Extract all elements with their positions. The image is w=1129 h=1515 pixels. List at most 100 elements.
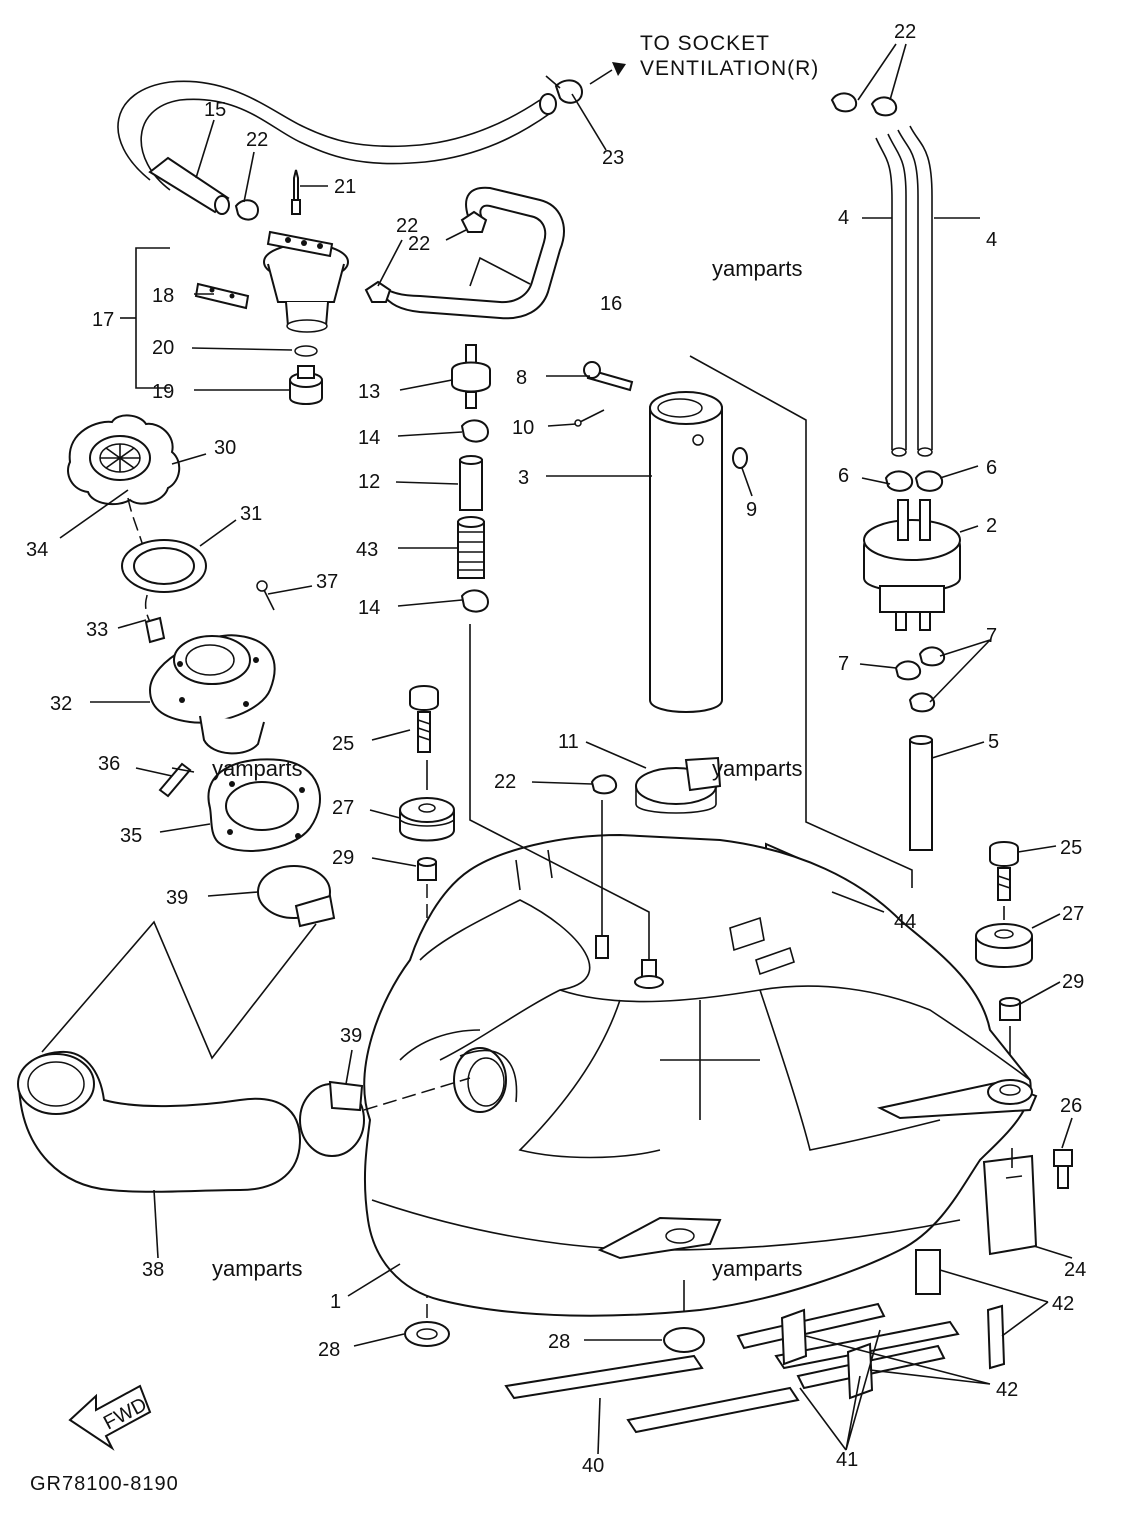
callout-30: 30	[214, 437, 236, 459]
callout-29: 29	[332, 847, 354, 869]
callout-13: 13	[358, 381, 380, 403]
callout-28: 28	[548, 1331, 570, 1353]
callout-43: 43	[356, 539, 378, 561]
ventilation-arrow	[589, 62, 626, 85]
callout-18: 18	[152, 285, 174, 307]
ventilation-note-line-2: VENTILATION(R)	[640, 57, 819, 80]
callout-16: 16	[600, 293, 622, 315]
callout-11: 11	[558, 731, 579, 753]
valve-assembly-17	[263, 230, 349, 333]
callout-25: 25	[1060, 837, 1082, 859]
hose-5	[909, 735, 933, 851]
bolt-26	[1053, 1149, 1073, 1189]
callout-21: 21	[334, 176, 356, 198]
chain-33-34	[127, 497, 166, 644]
fuel-pump-tube-3	[649, 391, 723, 713]
hose-clip-14-top	[460, 419, 490, 443]
callout-5: 5	[988, 731, 999, 753]
callout-31: 31	[240, 503, 262, 525]
hose-clip-23	[545, 75, 584, 104]
watermark-1: yamparts	[712, 256, 802, 281]
callout-4: 4	[838, 207, 849, 229]
fwd-arrow-icon: FWD	[68, 1384, 152, 1451]
reference-line-3	[689, 355, 913, 888]
rivet-21	[291, 169, 301, 215]
washer-28-left	[404, 1321, 450, 1347]
fitting-top-left	[595, 800, 609, 959]
callout-25: 25	[332, 733, 354, 755]
pin-10	[574, 409, 605, 427]
callout-14: 14	[358, 427, 380, 449]
callout-23: 23	[602, 147, 624, 169]
callout-22: 22	[408, 233, 430, 255]
callout-3: 3	[518, 467, 529, 489]
hose-12	[459, 455, 483, 511]
hose-clip-22-upper	[234, 199, 260, 221]
watermark-5: yamparts	[712, 1256, 802, 1281]
callout-4: 4	[986, 229, 997, 251]
nut-19	[289, 365, 323, 405]
callout-7: 7	[986, 625, 997, 647]
callout-15: 15	[204, 99, 226, 121]
callout-40: 40	[582, 1455, 604, 1477]
callout-39: 39	[166, 887, 188, 909]
fuel-filter-2	[863, 499, 961, 631]
diagram-code: GR78100-8190	[30, 1473, 179, 1495]
hose-clip-22-mid	[590, 774, 618, 795]
callout-20: 20	[152, 337, 174, 359]
callout-28: 28	[318, 1339, 340, 1361]
fuel-tank-1	[363, 833, 1038, 1317]
reference-line-38	[41, 920, 317, 1060]
bolt-8	[583, 361, 634, 392]
callout-37: 37	[316, 571, 338, 593]
hose-clamp-39-top	[257, 865, 336, 928]
hose-clips-22-top-right	[830, 92, 898, 117]
callout-22: 22	[396, 215, 418, 237]
fitting-top-center	[469, 624, 664, 989]
hose-clip-14-bottom	[460, 589, 490, 613]
callout-42: 42	[996, 1379, 1018, 1401]
washer-28-right	[663, 1280, 705, 1353]
filler-opening	[453, 1047, 518, 1113]
watermark-2: yamparts	[212, 756, 302, 781]
ventilation-hose-15	[117, 80, 557, 215]
check-valve-13	[451, 344, 491, 409]
bolt-36	[158, 762, 195, 798]
pad-40	[504, 1354, 704, 1400]
callout-32: 32	[50, 693, 72, 715]
plate-18	[194, 282, 250, 310]
callout-33: 33	[86, 619, 108, 641]
filler-neck-32	[148, 634, 276, 755]
callout-10: 10	[512, 417, 534, 439]
callout-19: 19	[152, 381, 174, 403]
callout-22: 22	[494, 771, 516, 793]
watermark-3: yamparts	[712, 756, 802, 781]
hose-clips-7	[894, 646, 946, 713]
callouts: 22 23 15 22 21 22 22 16 4 4 18 17 20 19 …	[26, 21, 1086, 1477]
bolt-25-right	[989, 841, 1019, 901]
damper-27-right	[975, 923, 1033, 968]
callout-6: 6	[986, 457, 997, 479]
callout-38: 38	[142, 1259, 164, 1281]
callout-29: 29	[1062, 971, 1084, 993]
gasket-35	[207, 758, 321, 852]
callout-7: 7	[838, 653, 849, 675]
callout-22: 22	[246, 129, 268, 151]
hose-4-pair	[875, 125, 933, 457]
callout-17: 17	[92, 309, 114, 331]
ventilation-note-line-1: TO SOCKET	[640, 32, 770, 55]
callout-27: 27	[1062, 903, 1084, 925]
bolt-25-left	[409, 685, 439, 753]
watermark-4: yamparts	[212, 1256, 302, 1281]
hose-clips-6	[884, 470, 944, 492]
callout-42: 42	[1052, 1293, 1074, 1315]
callout-35: 35	[120, 825, 142, 847]
washer-20	[294, 345, 318, 357]
washer-9	[732, 447, 748, 469]
callout-26: 26	[1060, 1095, 1082, 1117]
gasket-31	[121, 539, 207, 593]
bracket-17	[135, 247, 170, 389]
callout-14: 14	[358, 597, 380, 619]
filler-hose-38	[17, 1050, 302, 1193]
